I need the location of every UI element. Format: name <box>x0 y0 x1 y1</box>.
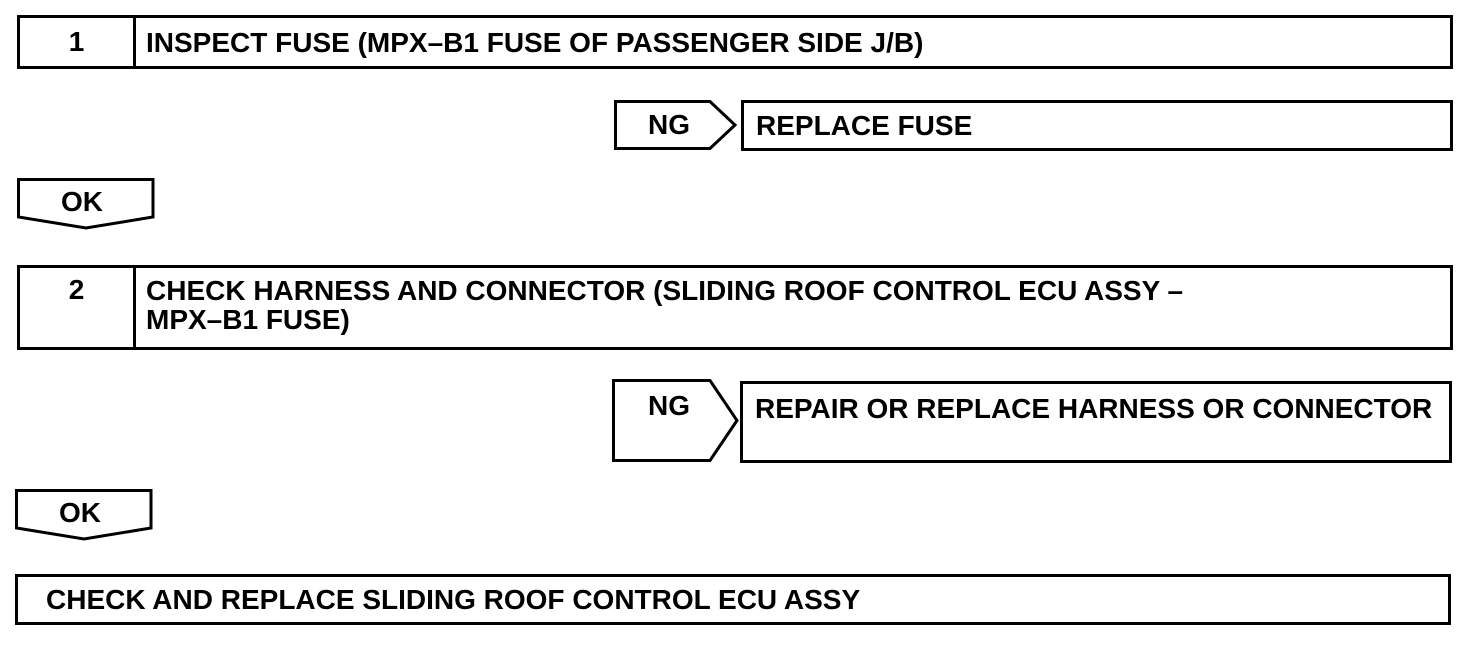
step-2-box: 2 CHECK HARNESS AND CONNECTOR (SLIDING R… <box>17 265 1453 350</box>
ok-label-2: OK <box>59 497 101 528</box>
action-replace-fuse: REPLACE FUSE <box>756 110 973 141</box>
ng-arrow-1 <box>614 100 738 150</box>
final-action-box: CHECK AND REPLACE SLIDING ROOF CONTROL E… <box>15 574 1451 625</box>
ng-label-2: NG <box>648 390 690 421</box>
step-2-title-line-1: CHECK HARNESS AND CONNECTOR (SLIDING ROO… <box>146 275 1184 306</box>
step-2-title-line-2: MPX–B1 FUSE) <box>146 304 350 335</box>
ok-arrow-2 <box>15 489 153 541</box>
ng-tag-2: NG <box>612 379 740 462</box>
ng-tag-1: NG <box>614 100 738 150</box>
step-1-number: 1 <box>20 18 136 66</box>
ok-label-1: OK <box>61 186 103 217</box>
action-repair-harness: REPAIR OR REPLACE HARNESS OR CONNECTOR <box>755 393 1433 424</box>
step-2-number: 2 <box>20 268 136 347</box>
action-box-repair-harness: REPAIR OR REPLACE HARNESS OR CONNECTOR <box>740 381 1452 463</box>
final-action-text: CHECK AND REPLACE SLIDING ROOF CONTROL E… <box>46 584 861 615</box>
step-1-box: 1 INSPECT FUSE (MPX–B1 FUSE OF PASSENGER… <box>17 15 1453 69</box>
step-1-title: INSPECT FUSE (MPX–B1 FUSE OF PASSENGER S… <box>146 27 924 58</box>
step-2-title: CHECK HARNESS AND CONNECTOR (SLIDING ROO… <box>146 276 1392 334</box>
ng-label-1: NG <box>648 109 690 140</box>
ok-tag-2: OK <box>15 489 153 541</box>
ng-arrow-2 <box>612 379 739 462</box>
action-box-replace-fuse: REPLACE FUSE <box>741 100 1453 151</box>
ok-tag-1: OK <box>17 178 155 230</box>
ok-arrow-1 <box>17 178 155 230</box>
